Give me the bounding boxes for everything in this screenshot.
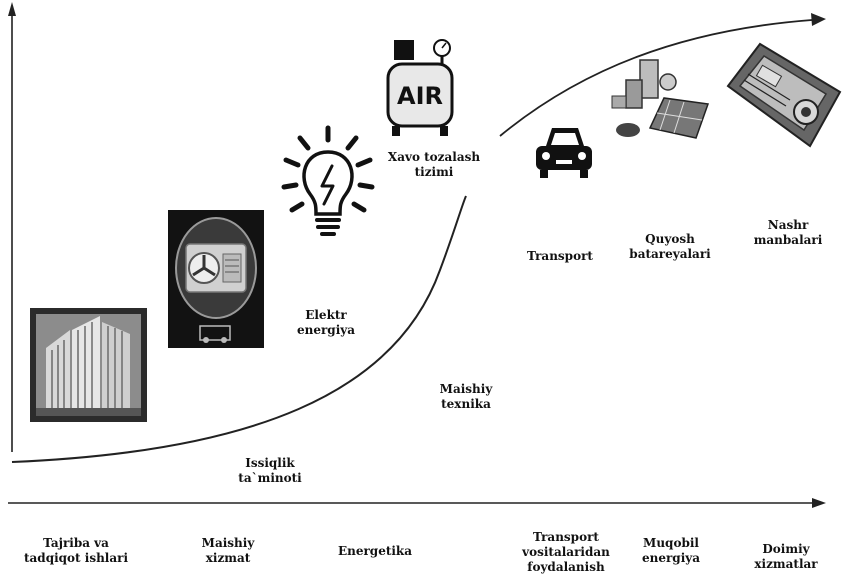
label-line: batareyalari [629, 247, 711, 261]
car-icon [536, 128, 592, 178]
label-line: texnika [441, 397, 491, 411]
growth-curve-upper [499, 19, 813, 137]
growth-curve-arrowhead [811, 13, 826, 26]
vertical-axis-arrowhead [8, 2, 16, 16]
category-line: Energetika [337, 544, 413, 558]
category-line: foydalanish [527, 560, 605, 574]
light-bulb-icon [281, 125, 375, 236]
category-line: energiya [641, 551, 701, 565]
label-line: Maishiy [439, 382, 493, 396]
label-line: tizimi [414, 165, 454, 179]
label-air-purification: Xavo tozalash tizimi [388, 150, 480, 180]
category-transport-use: Transport vositalaridan foydalanish [522, 530, 610, 575]
label-line: Issiqlik [245, 456, 295, 470]
solar-plant-icon [611, 59, 710, 139]
air-badge-text: AIR [397, 82, 443, 110]
category-line: vositalaridan [522, 545, 610, 559]
label-electricity: Elektr energiya [297, 308, 355, 338]
category-energy: Energetika [338, 544, 412, 559]
horizontal-axis-arrowhead [812, 498, 826, 508]
category-line: xizmat [205, 551, 251, 565]
label-line: Quyosh [645, 232, 695, 246]
label-line: Elektr [305, 308, 347, 322]
label-line: ta`minoti [238, 471, 302, 485]
label-line: manbalari [753, 233, 823, 247]
label-heat-supply: Issiqlik ta`minoti [238, 456, 301, 486]
label-line: Nashr [767, 218, 809, 232]
category-line: Maishiy [201, 536, 255, 550]
category-line: xizmatlar [754, 557, 818, 571]
wall-heater-photo [168, 210, 264, 348]
label-line: Xavo tozalash [387, 150, 481, 164]
label-line: energiya [296, 323, 356, 337]
category-line: Transport [533, 530, 599, 544]
printing-press-icon [726, 42, 842, 148]
category-household-service: Maishiy xizmat [202, 536, 255, 566]
category-line: Doimiy [762, 542, 810, 556]
label-transport: Transport [527, 249, 593, 264]
growth-curve-lower [11, 195, 467, 463]
category-line: Tajriba va [43, 536, 109, 550]
label-publishing: Nashr manbalari [754, 218, 823, 248]
building-photo [30, 308, 147, 422]
category-line: Muqobil [643, 536, 699, 550]
air-compressor-icon: AIR [386, 39, 454, 136]
label-household-tech: Maishiy texnika [440, 382, 493, 412]
category-research: Tajriba va tadqiqot ishlari [24, 536, 128, 566]
category-line: tadqiqot ishlari [23, 551, 129, 565]
category-permanent-services: Doimiy xizmatlar [754, 542, 817, 572]
label-line: Transport [527, 249, 593, 263]
label-solar: Quyosh batareyalari [629, 232, 710, 262]
category-alternative-energy: Muqobil energiya [642, 536, 700, 566]
